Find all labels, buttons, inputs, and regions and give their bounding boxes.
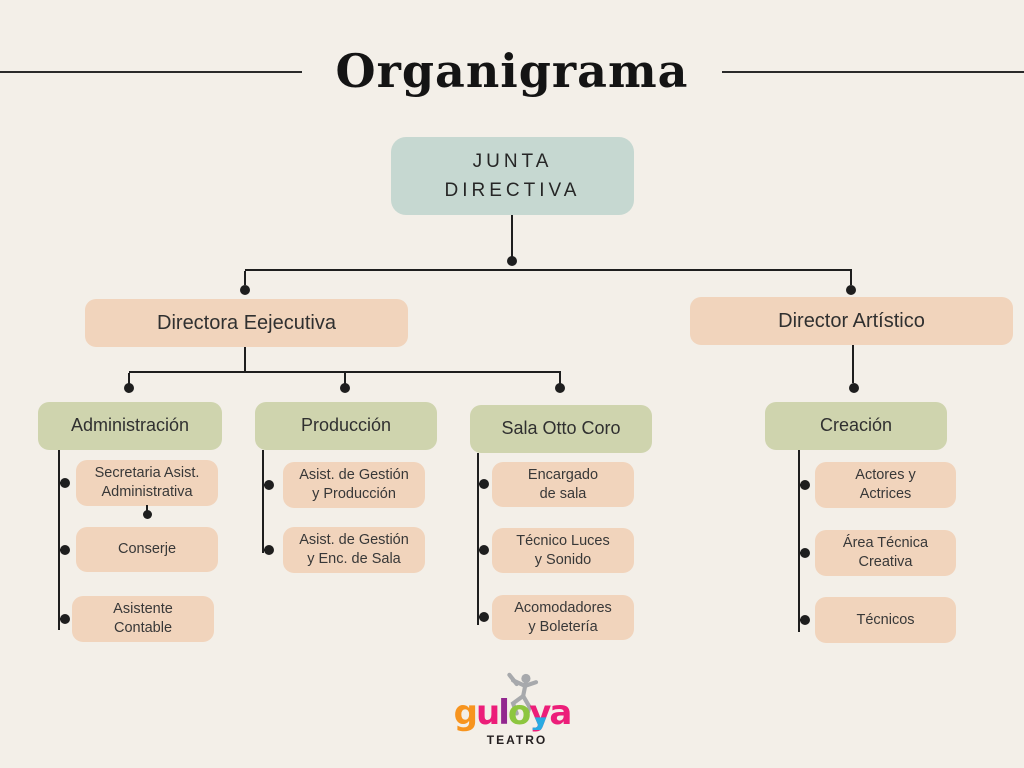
connector-dot bbox=[240, 285, 250, 295]
node-tecnico-luces-sonido: Técnico Luces y Sonido bbox=[492, 528, 634, 573]
title-rule-right bbox=[722, 71, 1024, 73]
connector-dot bbox=[124, 383, 134, 393]
connector-sala-drop bbox=[559, 373, 561, 384]
connector-level2-hline bbox=[245, 269, 852, 271]
connector-dot bbox=[846, 285, 856, 295]
logo-tagline: TEATRO bbox=[486, 733, 548, 747]
connector-dot bbox=[479, 612, 489, 622]
connector-artistico-vline bbox=[852, 345, 854, 383]
connector-directora-vline bbox=[244, 347, 246, 373]
connector-root-vline bbox=[511, 215, 513, 257]
connector-dot bbox=[800, 615, 810, 625]
connector-dot bbox=[264, 480, 274, 490]
node-encargado-sala: Encargado de sala bbox=[492, 462, 634, 507]
guloya-teatro-logo: g u l o y y a TEATRO bbox=[450, 672, 574, 758]
node-acomodadores-boleteria: Acomodadores y Boletería bbox=[492, 595, 634, 640]
connector-dot bbox=[60, 478, 70, 488]
node-asistente-contable: Asistente Contable bbox=[72, 596, 214, 642]
connector-sala-group-line bbox=[477, 453, 479, 625]
logo-letter-a: a bbox=[549, 693, 572, 733]
node-junta-directiva: JUNTA DIRECTIVA bbox=[391, 137, 634, 215]
page-title: Organigrama bbox=[335, 44, 689, 98]
node-secretaria-asistente: Secretaria Asist. Administrativa bbox=[76, 460, 218, 506]
node-directora-ejecutiva: Directora Eejecutiva bbox=[85, 299, 408, 347]
node-area-tecnica-creativa: Área Técnica Creativa bbox=[815, 530, 956, 576]
logo-letter-g: g bbox=[453, 693, 478, 733]
node-conserje: Conserje bbox=[76, 527, 218, 572]
dancer-figure-icon bbox=[507, 672, 539, 721]
connector-stub-stem bbox=[146, 505, 148, 511]
connector-dot bbox=[60, 614, 70, 624]
connector-dot bbox=[264, 545, 274, 555]
node-director-artistico: Director Artístico bbox=[690, 297, 1013, 345]
connector-right-drop bbox=[850, 271, 852, 285]
connector-dot bbox=[507, 256, 517, 266]
node-sala-otto-coro: Sala Otto Coro bbox=[470, 405, 652, 453]
logo-letter-y-base: y bbox=[529, 693, 551, 733]
connector-dot bbox=[479, 545, 489, 555]
connector-stub-dot bbox=[143, 510, 152, 519]
connector-dot bbox=[479, 479, 489, 489]
logo-wordmark: g u l o y y a bbox=[450, 696, 574, 730]
connector-admin-group-line bbox=[58, 450, 60, 630]
node-asist-gestion-sala: Asist. de Gestión y Enc. de Sala bbox=[283, 527, 425, 573]
logo-letter-y: y y bbox=[529, 693, 551, 733]
connector-produccion-drop bbox=[344, 373, 346, 384]
node-produccion: Producción bbox=[255, 402, 437, 450]
node-asist-gestion-produccion: Asist. de Gestión y Producción bbox=[283, 462, 425, 508]
connector-dot bbox=[555, 383, 565, 393]
node-actores-actrices: Actores y Actrices bbox=[815, 462, 956, 508]
logo-letter-l: l bbox=[498, 693, 510, 733]
connector-produccion-group-line bbox=[262, 450, 264, 553]
connector-left-drop bbox=[244, 271, 246, 285]
connector-dot bbox=[849, 383, 859, 393]
logo-letter-y-tail: y bbox=[529, 693, 550, 733]
connector-dot bbox=[800, 480, 810, 490]
title-rule-left bbox=[0, 71, 302, 73]
connector-dot bbox=[800, 548, 810, 558]
node-tecnicos: Técnicos bbox=[815, 597, 956, 643]
connector-dot bbox=[60, 545, 70, 555]
logo-letter-o: o bbox=[507, 693, 531, 733]
node-creacion: Creación bbox=[765, 402, 947, 450]
node-administracion: Administración bbox=[38, 402, 222, 450]
connector-admin-drop bbox=[128, 373, 130, 384]
connector-creacion-group-line bbox=[798, 450, 800, 632]
logo-letter-u: u bbox=[475, 693, 500, 733]
connector-dot bbox=[340, 383, 350, 393]
connector-level3-hline bbox=[129, 371, 561, 373]
